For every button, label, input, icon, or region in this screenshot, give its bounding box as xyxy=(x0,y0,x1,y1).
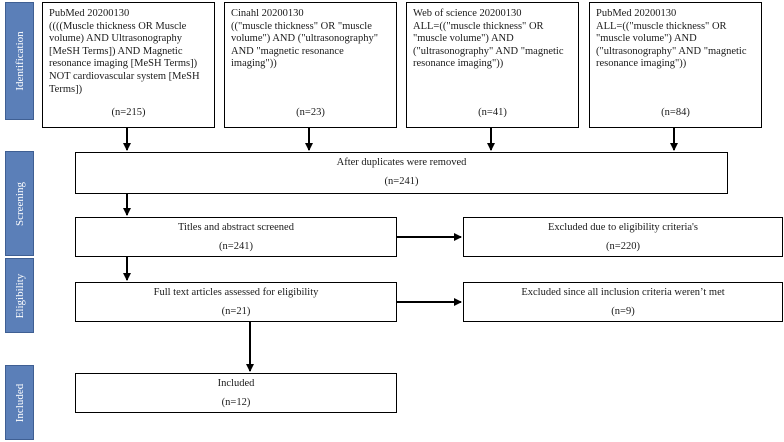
fulltext-box: Full text articles assessed for eligibil… xyxy=(75,282,397,322)
duplicates-removed-count: (n=241) xyxy=(384,175,419,187)
excluded-inclusion-label: Excluded since all inclusion criteria we… xyxy=(521,287,725,298)
source-query: ALL=(("muscle thickness" OR "muscle volu… xyxy=(413,20,564,70)
source-count: (n=215) xyxy=(111,107,146,119)
source-title: PubMed 20200130 xyxy=(596,8,677,19)
source-count: (n=84) xyxy=(661,107,690,119)
stage-included: Included xyxy=(5,365,34,440)
fulltext-label: Full text articles assessed for eligibil… xyxy=(153,287,319,298)
excluded-eligibility-count: (n=220) xyxy=(606,240,640,252)
included-box: Included (n=12) xyxy=(75,373,397,413)
source-title: Web of science 20200130 xyxy=(413,8,522,19)
fulltext-count: (n=21) xyxy=(221,305,251,317)
source-box-web-of-science: Web of science 20200130 ALL=(("muscle th… xyxy=(406,2,579,128)
source-title: PubMed 20200130 xyxy=(49,8,130,19)
duplicates-removed-box: After duplicates were removed (n=241) xyxy=(75,152,728,194)
titles-abstract-box: Titles and abstract screened (n=241) xyxy=(75,217,397,257)
excluded-inclusion-box: Excluded since all inclusion criteria we… xyxy=(463,282,783,322)
titles-abstract-label: Titles and abstract screened xyxy=(178,222,294,233)
included-count: (n=12) xyxy=(221,396,251,408)
source-query: ALL=(("muscle thickness" OR "muscle volu… xyxy=(596,20,747,70)
source-count: (n=41) xyxy=(478,107,507,119)
source-count: (n=23) xyxy=(296,107,325,119)
excluded-eligibility-box: Excluded due to eligibility criteria's (… xyxy=(463,217,783,257)
titles-abstract-count: (n=241) xyxy=(219,240,253,252)
excluded-inclusion-count: (n=9) xyxy=(611,305,635,317)
source-query: ((((Muscle thickness OR Muscle volume) A… xyxy=(49,20,200,95)
excluded-eligibility-label: Excluded due to eligibility criteria's xyxy=(547,222,698,233)
duplicates-removed-label: After duplicates were removed xyxy=(336,157,467,168)
source-box-pubmed-1: PubMed 20200130 ((((Muscle thickness OR … xyxy=(42,2,215,128)
source-box-pubmed-2: PubMed 20200130 ALL=(("muscle thickness"… xyxy=(589,2,762,128)
stage-eligibility: Eligibility xyxy=(5,258,34,333)
stage-identification: Identification xyxy=(5,2,34,120)
source-box-cinahl: Cinahl 20200130 (("muscle thickness" OR … xyxy=(224,2,397,128)
stage-screening: Screening xyxy=(5,151,34,256)
source-title: Cinahl 20200130 xyxy=(231,8,304,19)
included-label: Included xyxy=(217,378,255,389)
source-query: (("muscle thickness" OR "muscle volume")… xyxy=(231,20,378,70)
